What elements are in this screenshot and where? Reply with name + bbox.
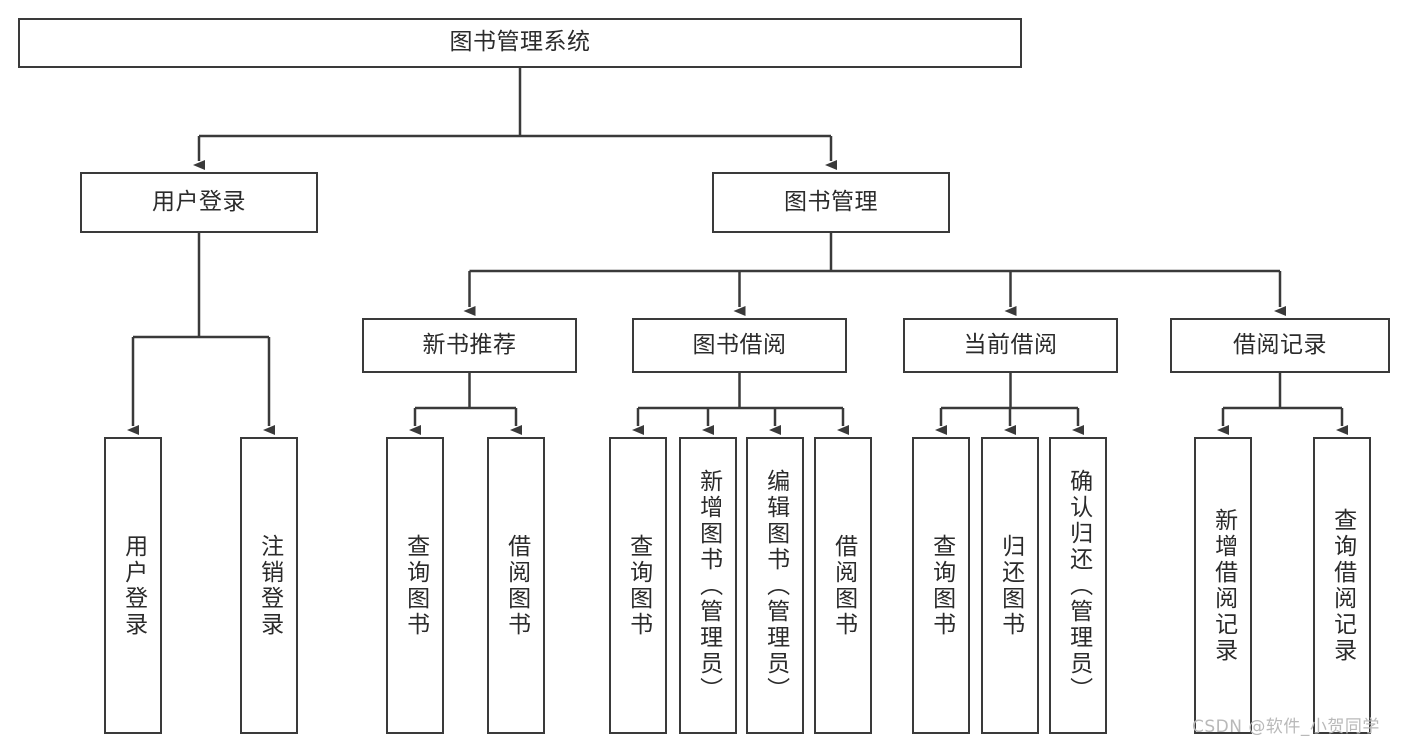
node-cb-confirm[interactable]: 确认归还（管理员） xyxy=(1049,437,1107,734)
node-bb-query[interactable]: 查询图书 xyxy=(609,437,667,734)
node-label-nb-borrow: 借阅图书 xyxy=(503,533,530,638)
node-bb-borrow[interactable]: 借阅图书 xyxy=(814,437,872,734)
node-nb-borrow[interactable]: 借阅图书 xyxy=(487,437,545,734)
node-bb-add[interactable]: 新增图书（管理员） xyxy=(679,437,737,734)
node-label-cb-confirm: 确认归还（管理员） xyxy=(1065,468,1092,703)
node-logout[interactable]: 注销登录 xyxy=(240,437,298,734)
node-userlogin[interactable]: 用户登录 xyxy=(104,437,162,734)
node-rc-query[interactable]: 查询借阅记录 xyxy=(1313,437,1371,734)
node-login[interactable]: 用户登录 xyxy=(80,172,318,233)
node-label-records: 借阅记录 xyxy=(1233,331,1327,358)
node-records[interactable]: 借阅记录 xyxy=(1170,318,1390,373)
node-label-logout: 注销登录 xyxy=(256,533,283,638)
node-cb-query[interactable]: 查询图书 xyxy=(912,437,970,734)
node-label-newbook: 新书推荐 xyxy=(422,331,517,358)
node-borrow[interactable]: 图书借阅 xyxy=(632,318,847,373)
node-bb-edit[interactable]: 编辑图书（管理员） xyxy=(746,437,804,734)
node-bookmgmt[interactable]: 图书管理 xyxy=(712,172,950,233)
node-label-bb-query: 查询图书 xyxy=(625,533,652,638)
node-label-login: 用户登录 xyxy=(152,188,246,215)
node-label-userlogin: 用户登录 xyxy=(120,533,147,638)
node-rc-add[interactable]: 新增借阅记录 xyxy=(1194,437,1252,734)
node-label-current: 当前借阅 xyxy=(963,331,1058,358)
node-current[interactable]: 当前借阅 xyxy=(903,318,1118,373)
node-nb-query[interactable]: 查询图书 xyxy=(386,437,444,734)
node-label-bb-borrow: 借阅图书 xyxy=(830,533,857,638)
node-label-cb-return: 归还图书 xyxy=(997,533,1024,638)
node-label-rc-query: 查询借阅记录 xyxy=(1329,507,1356,664)
node-cb-return[interactable]: 归还图书 xyxy=(981,437,1039,734)
node-label-bookmgmt: 图书管理 xyxy=(784,188,878,215)
node-label-borrow: 图书借阅 xyxy=(692,331,787,358)
node-label-root: 图书管理系统 xyxy=(449,29,591,56)
node-newbook[interactable]: 新书推荐 xyxy=(362,318,577,373)
node-label-nb-query: 查询图书 xyxy=(402,533,429,638)
node-label-bb-add: 新增图书（管理员） xyxy=(695,468,722,703)
csdn-watermark: CSDN @软件_小贺同学 xyxy=(1192,717,1380,737)
node-label-cb-query: 查询图书 xyxy=(928,533,955,638)
node-root[interactable]: 图书管理系统 xyxy=(18,18,1022,68)
node-label-rc-add: 新增借阅记录 xyxy=(1210,507,1237,664)
node-label-bb-edit: 编辑图书（管理员） xyxy=(762,468,789,703)
